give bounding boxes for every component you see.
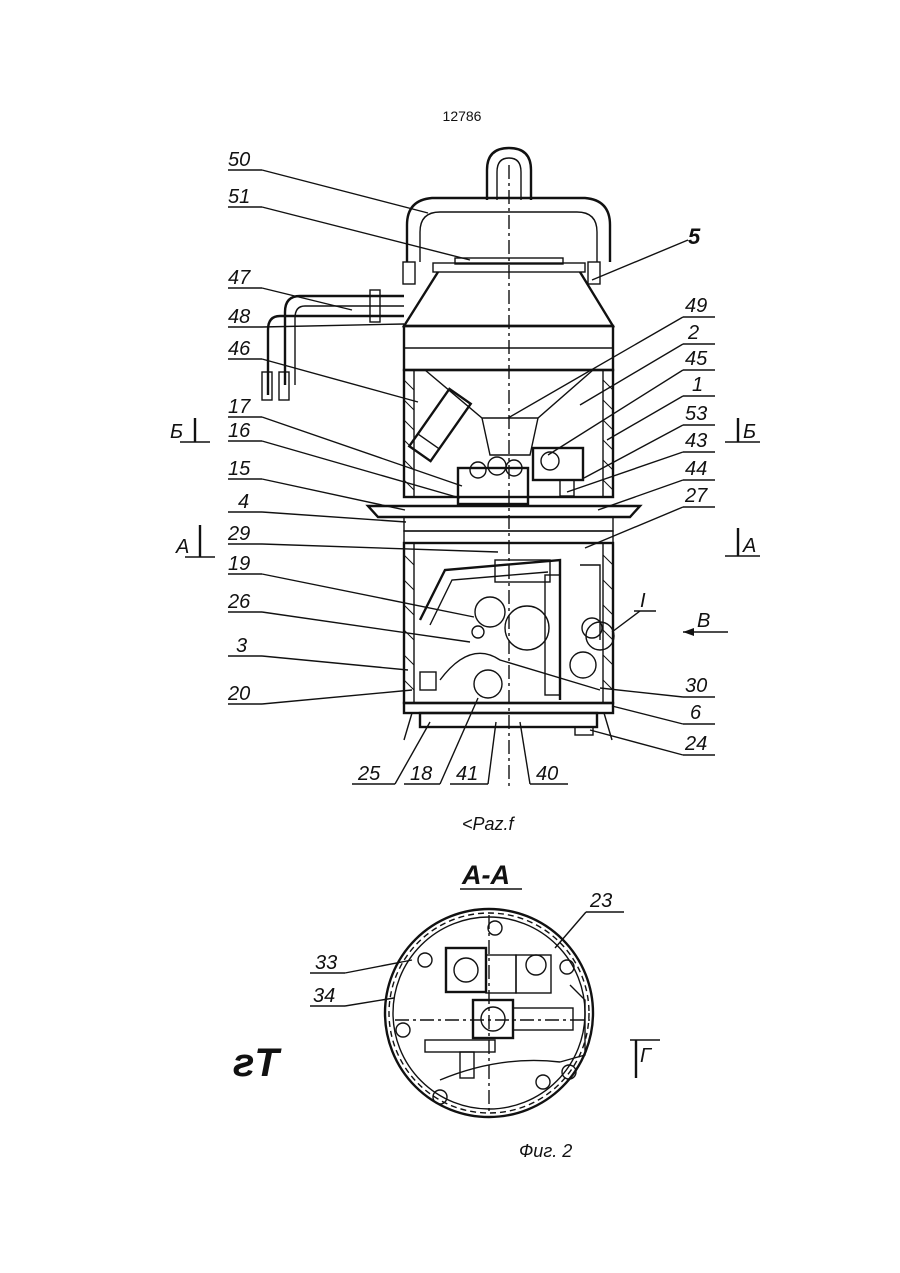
label-51: 51 xyxy=(228,186,250,208)
label-29: 29 xyxy=(227,523,250,545)
right-callout-labels: 49 2 45 1 53 43 44 27 30 6 24 xyxy=(508,295,715,755)
label-4: 4 xyxy=(238,491,249,513)
label-44: 44 xyxy=(685,458,707,480)
figure-2-caption: Фиг. 2 xyxy=(519,1141,572,1161)
label-48: 48 xyxy=(228,306,250,328)
label-41: 41 xyxy=(456,763,478,785)
label-26: 26 xyxy=(227,591,251,613)
label-20: 20 xyxy=(227,683,250,705)
view-mark-v: В xyxy=(697,610,710,632)
label-30: 30 xyxy=(685,675,707,697)
label-3: 3 xyxy=(236,635,247,657)
section-mark-a-left: А xyxy=(175,536,189,558)
label-47: 47 xyxy=(228,267,251,289)
section-mark-b-right: Б xyxy=(743,421,756,443)
label-27: 27 xyxy=(684,485,708,507)
roman-numeral-i: I xyxy=(640,590,646,612)
label-45: 45 xyxy=(685,348,708,370)
label-23: 23 xyxy=(589,890,612,912)
section-mark-g-left: гТ xyxy=(233,1041,282,1085)
label-17: 17 xyxy=(228,396,251,418)
page-number: 12786 xyxy=(443,108,482,124)
label-1: 1 xyxy=(692,374,703,396)
label-40: 40 xyxy=(536,763,558,785)
label-33: 33 xyxy=(315,952,337,974)
label-25: 25 xyxy=(357,763,381,785)
label-50: 50 xyxy=(228,149,250,171)
bottom-callout-labels: 25 18 41 40 xyxy=(352,698,568,785)
label-43: 43 xyxy=(685,430,707,452)
label-46: 46 xyxy=(228,338,251,360)
label-34: 34 xyxy=(313,985,335,1007)
label-16: 16 xyxy=(228,420,251,442)
label-2: 2 xyxy=(687,322,699,344)
figure-1-caption: <Paz.f xyxy=(462,814,516,834)
left-callout-labels: 50 51 47 48 46 17 16 15 4 29 19 26 3 20 xyxy=(227,149,498,705)
label-6: 6 xyxy=(690,702,702,724)
section-mark-a-right: А xyxy=(742,535,756,557)
section-mark-b-left: Б xyxy=(170,421,183,443)
figure-1-apparatus-drawing xyxy=(262,148,640,790)
bold-label-5: 5 xyxy=(688,224,701,249)
label-24: 24 xyxy=(684,733,707,755)
label-19: 19 xyxy=(228,553,250,575)
section-title-a-a: А-А xyxy=(461,860,510,890)
section-mark-g-right: Г xyxy=(640,1045,653,1067)
label-18: 18 xyxy=(410,763,432,785)
label-15: 15 xyxy=(228,458,251,480)
label-53: 53 xyxy=(685,403,707,425)
label-49: 49 xyxy=(685,295,707,317)
